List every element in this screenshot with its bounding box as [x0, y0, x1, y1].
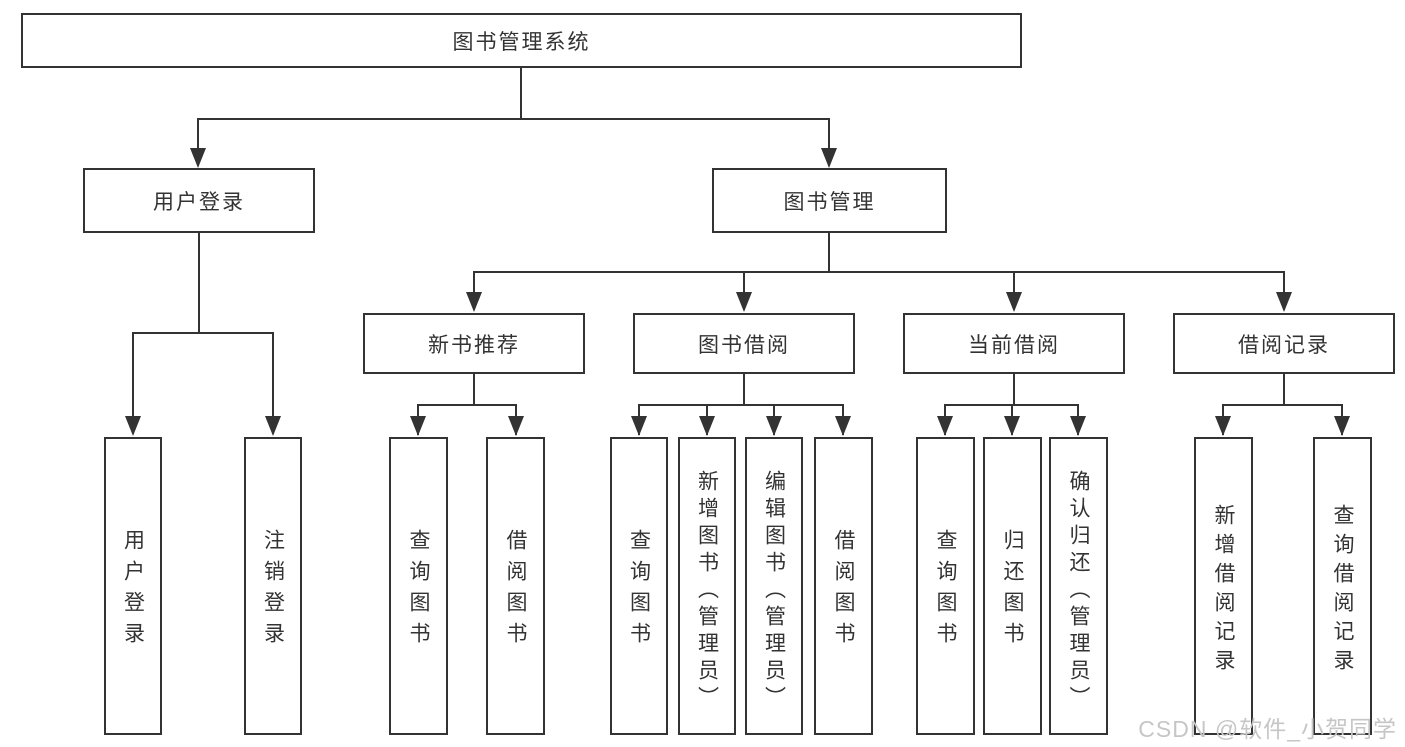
arrowhead-down-icon	[410, 416, 426, 436]
leaf-label: 新增借阅记录	[1212, 504, 1235, 678]
connector-line	[1222, 404, 1343, 406]
connector-line	[828, 118, 830, 166]
leaf-bb-borrow-books: 借阅图书	[814, 437, 873, 735]
connector-line	[1013, 271, 1015, 310]
connector-line	[272, 332, 274, 434]
leaf-nb-query-books: 查询图书	[389, 437, 448, 735]
leaf-cb-confirm-return-admin: 确认归还（管理员）	[1049, 437, 1108, 735]
connector-line	[473, 374, 475, 406]
arrowhead-down-icon	[265, 416, 281, 436]
leaf-label: 确认归还（管理员）	[1067, 469, 1090, 713]
leaf-label: 查询图书	[627, 529, 651, 653]
leaf-label: 用户登录	[121, 529, 145, 653]
connector-line	[198, 233, 200, 333]
connector-line	[132, 332, 134, 434]
arrowhead-down-icon	[631, 416, 647, 436]
connector-line	[1283, 271, 1285, 310]
leaf-br-query-record: 查询借阅记录	[1313, 437, 1372, 735]
node-new-book-recommend: 新书推荐	[363, 313, 585, 374]
arrowhead-down-icon	[736, 292, 752, 312]
arrowhead-down-icon	[766, 416, 782, 436]
arrowhead-down-icon	[1006, 292, 1022, 312]
arrowhead-down-icon	[125, 416, 141, 436]
arrowhead-down-icon	[937, 416, 953, 436]
connector-line	[520, 68, 522, 119]
arrowhead-down-icon	[1070, 416, 1086, 436]
arrowhead-down-icon	[1276, 292, 1292, 312]
arrowhead-down-icon	[699, 416, 715, 436]
node-borrow-records: 借阅记录	[1173, 313, 1395, 374]
connector-line	[132, 332, 274, 334]
arrowhead-down-icon	[835, 416, 851, 436]
node-label: 用户登录	[153, 190, 245, 214]
node-label: 当前借阅	[968, 333, 1060, 357]
connector-line	[473, 271, 1285, 273]
leaf-user-login: 用户登录	[104, 437, 162, 735]
arrowhead-down-icon	[1004, 416, 1020, 436]
leaf-label: 编辑图书（管理员）	[762, 469, 786, 713]
node-current-borrow: 当前借阅	[903, 313, 1125, 374]
arrowhead-down-icon	[821, 148, 837, 168]
connector-line	[1283, 374, 1285, 406]
leaf-label: 借阅图书	[832, 529, 855, 653]
leaf-label: 归还图书	[1001, 529, 1024, 653]
node-label: 图书管理	[783, 190, 876, 214]
watermark: CSDN @软件_小贺同学	[1138, 716, 1397, 742]
leaf-label: 查询借阅记录	[1331, 504, 1354, 678]
connector-line	[1013, 374, 1015, 406]
node-label: 借阅记录	[1238, 333, 1330, 357]
arrowhead-down-icon	[508, 416, 524, 436]
node-book-management: 图书管理	[712, 168, 947, 233]
arrowhead-down-icon	[190, 148, 206, 168]
node-label: 图书管理系统	[452, 30, 591, 54]
node-label: 新书推荐	[428, 333, 520, 357]
leaf-label: 注销登录	[261, 529, 285, 653]
leaf-cb-query-books: 查询图书	[916, 437, 975, 735]
node-user-login: 用户登录	[83, 168, 315, 233]
connector-line	[743, 271, 745, 310]
leaf-label: 新增图书（管理员）	[695, 469, 719, 713]
leaf-bb-add-books-admin: 新增图书（管理员）	[678, 437, 736, 735]
connector-line	[473, 271, 475, 310]
connector-line	[417, 404, 517, 406]
leaf-label: 查询图书	[934, 529, 957, 653]
node-library-management-system: 图书管理系统	[21, 13, 1022, 68]
connector-line	[828, 233, 830, 273]
arrowhead-down-icon	[466, 292, 482, 312]
leaf-br-add-record: 新增借阅记录	[1194, 437, 1253, 735]
leaf-logout: 注销登录	[244, 437, 302, 735]
connector-line	[743, 374, 745, 406]
leaf-label: 借阅图书	[504, 529, 527, 653]
leaf-bb-edit-books-admin: 编辑图书（管理员）	[745, 437, 803, 735]
connector-line	[197, 118, 830, 120]
connector-line	[638, 404, 844, 406]
node-label: 图书借阅	[698, 333, 790, 357]
connector-line	[197, 118, 199, 166]
leaf-cb-return-books: 归还图书	[983, 437, 1042, 735]
leaf-label: 查询图书	[407, 529, 430, 653]
node-book-borrow: 图书借阅	[633, 313, 855, 374]
arrowhead-down-icon	[1334, 416, 1350, 436]
leaf-nb-borrow-books: 借阅图书	[486, 437, 545, 735]
arrowhead-down-icon	[1215, 416, 1231, 436]
leaf-bb-query-books: 查询图书	[610, 437, 668, 735]
